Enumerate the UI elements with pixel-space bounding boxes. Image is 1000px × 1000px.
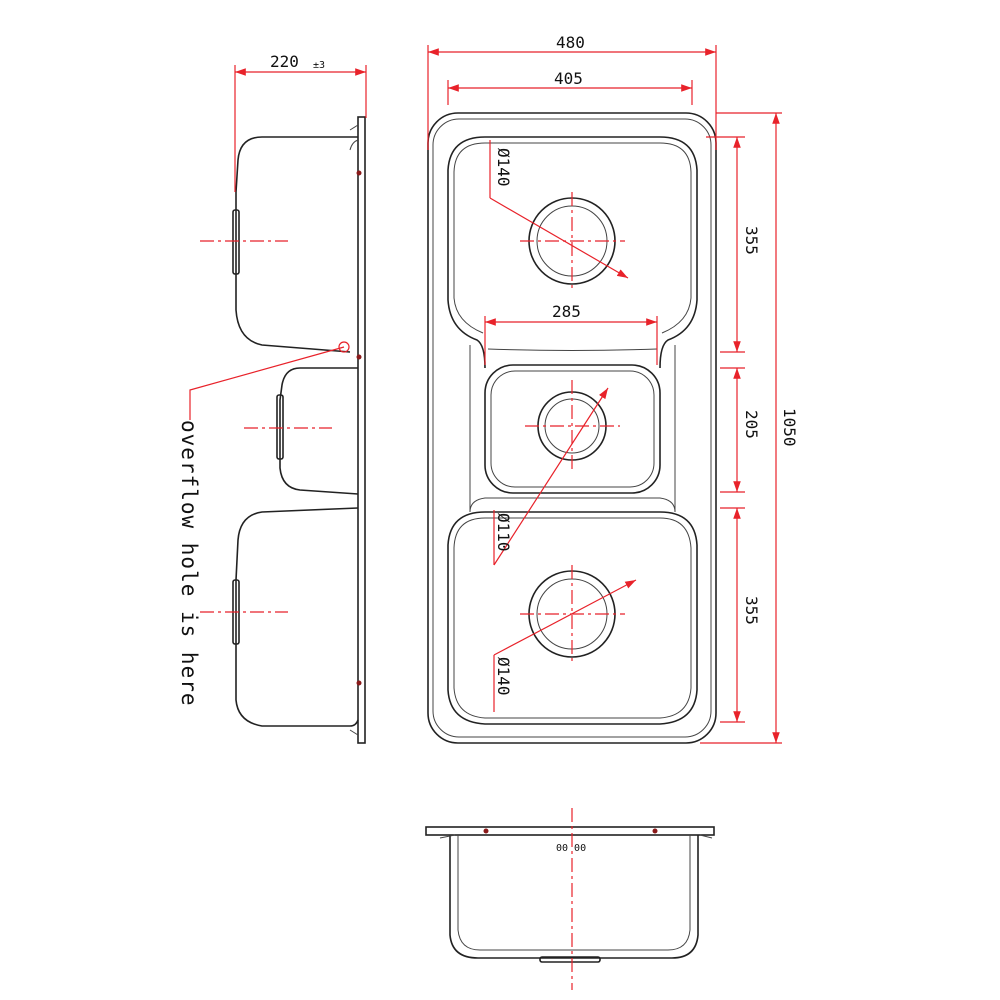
middle-bowl-width-label: 285 <box>552 302 581 321</box>
side-rivet-marker <box>356 170 362 176</box>
side-drain-middle <box>276 394 284 460</box>
side-drain-top <box>232 209 240 275</box>
front-flange <box>425 826 715 836</box>
sink-inner-rim <box>432 118 712 738</box>
side-rivet-marker <box>356 354 362 360</box>
side-view: 220 ±3 overflow hole is here <box>177 52 367 744</box>
sink-outer-rim <box>427 112 717 744</box>
side-depth-label: 220 <box>270 52 299 71</box>
top-bowl-length-label: 355 <box>742 226 761 255</box>
side-flange <box>357 116 366 744</box>
front-center-mark: 00 00 <box>556 843 586 854</box>
side-depth-tolerance: ±3 <box>313 60 325 71</box>
diameter-leader-bottom <box>493 579 637 656</box>
front-view: 00 00 <box>425 808 715 990</box>
drain-top-diameter-label: Ø140 <box>494 148 513 187</box>
side-bowl-bottom <box>235 507 359 727</box>
drain-bottom-diameter-label: Ø140 <box>494 657 513 696</box>
bottom-bowl-length-label: 355 <box>742 596 761 625</box>
side-bowl-top <box>235 136 358 353</box>
front-bowl-profile <box>449 835 699 959</box>
top-bowl-outline <box>447 136 698 369</box>
drain-middle-diameter-label: Ø110 <box>494 513 513 552</box>
overflow-hole-marker <box>338 341 350 353</box>
middle-bowl-outline <box>484 364 661 494</box>
overflow-note: overflow hole is here <box>177 420 201 707</box>
plan-view: Ø140 Ø110 Ø140 480 405 285 355 205 35 <box>427 33 799 744</box>
overall-width-label: 480 <box>556 33 585 52</box>
diameter-leader-middle <box>493 387 609 566</box>
side-rivet-marker <box>356 680 362 686</box>
front-drain-outlet <box>539 956 601 963</box>
overall-length-label: 1050 <box>780 408 799 447</box>
bowl-span-label: 405 <box>554 69 583 88</box>
middle-bowl-length-label: 205 <box>742 410 761 439</box>
bottom-bowl-outline <box>447 511 698 725</box>
diameter-leader-top <box>489 197 629 279</box>
overflow-leader-line <box>189 346 345 420</box>
side-bowl-middle <box>279 367 359 495</box>
